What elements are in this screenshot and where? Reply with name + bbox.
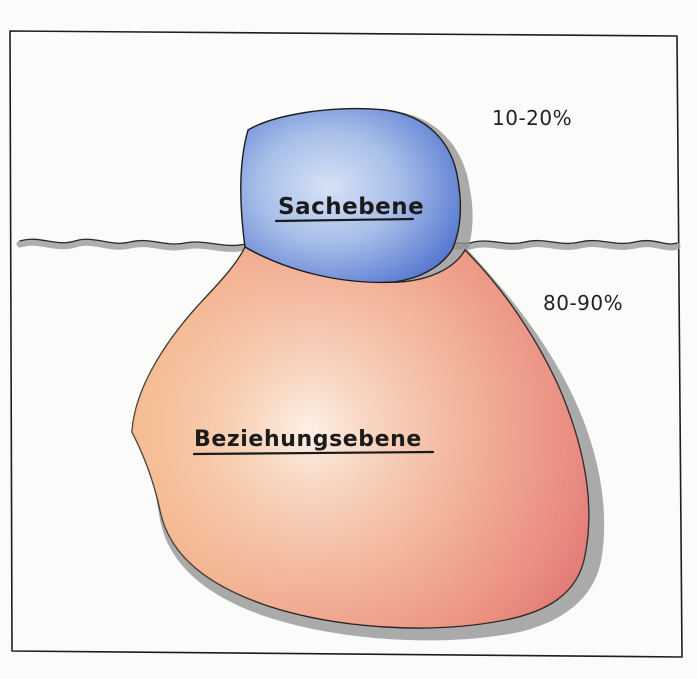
- lower-level-label: Beziehungsebene: [194, 427, 422, 452]
- lower-percent-label: 80-90%: [543, 291, 623, 315]
- upper-percent-label: 10-20%: [492, 106, 572, 130]
- upper-level-label: Sachebene: [278, 194, 424, 220]
